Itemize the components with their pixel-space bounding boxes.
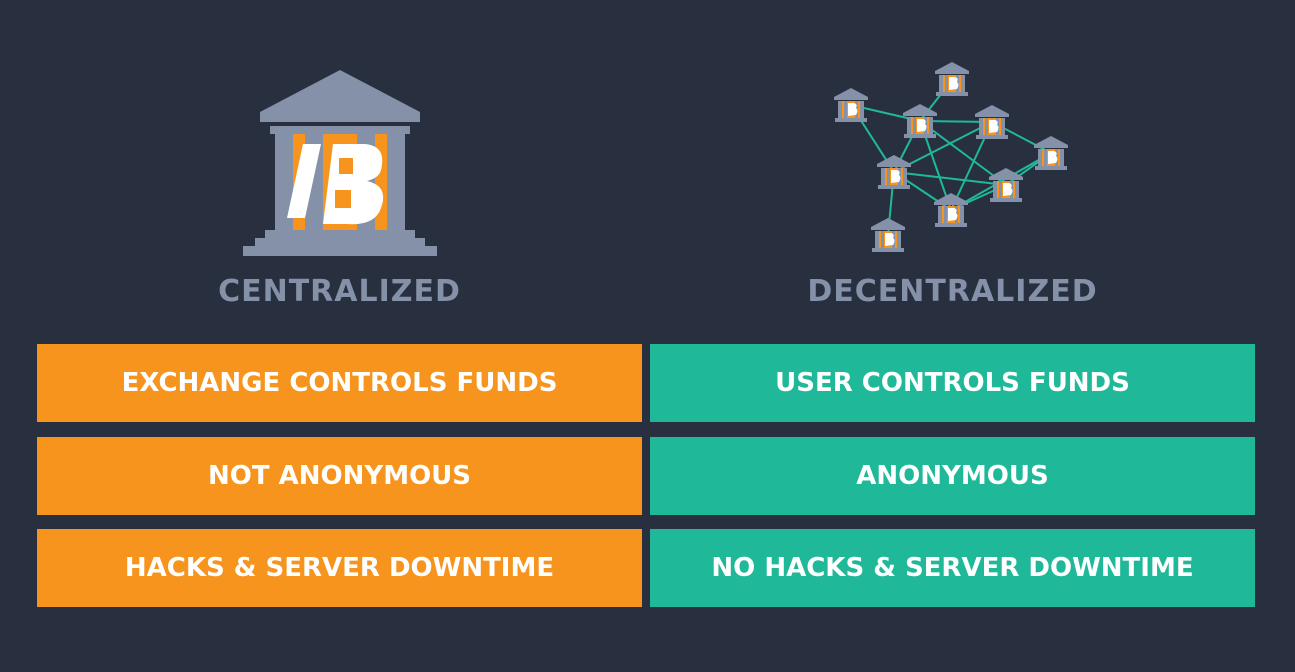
decentralized-row-hacks: NO HACKS & SERVER DOWNTIME [650,529,1255,607]
decentralized-row-anonymity: ANONYMOUS [650,437,1255,515]
bank-building-icon [243,70,437,256]
centralized-row-anonymity: NOT ANONYMOUS [37,437,642,515]
centralized-row-funds: EXCHANGE CONTROLS FUNDS [37,344,642,422]
decentralized-row-funds: USER CONTROLS FUNDS [650,344,1255,422]
centralized-row-hacks: HACKS & SERVER DOWNTIME [37,529,642,607]
centralized-title: CENTRALIZED [218,274,461,309]
bank-network-icon [834,62,1068,252]
decentralized-title: DECENTRALIZED [807,274,1098,309]
